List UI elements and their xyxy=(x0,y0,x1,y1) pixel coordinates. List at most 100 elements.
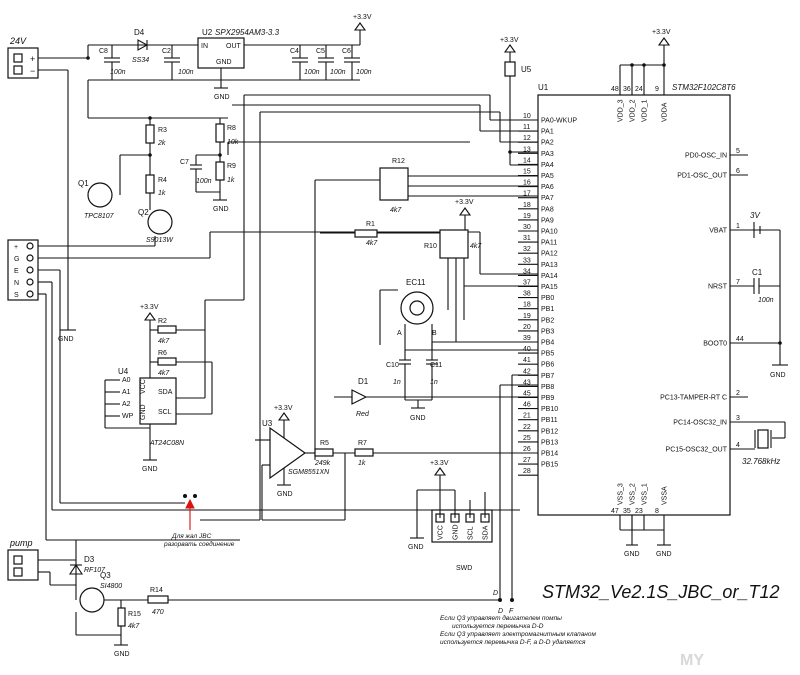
ec11-b: B xyxy=(432,330,437,337)
mcu-pin-num: 19 xyxy=(523,213,531,220)
red-note-2: разорвать соединение xyxy=(163,540,235,548)
note-line-2: используется перемычка D-D xyxy=(452,623,544,630)
r12-network xyxy=(379,167,409,201)
swd-gnd-label: GND xyxy=(408,544,424,551)
mcu-pin-name: PB10 xyxy=(541,406,558,413)
mcu-pin-name: PA2 xyxy=(541,140,554,147)
mcu-pin-name: BOOT0 xyxy=(703,341,727,348)
mcu-pin-name: PD1-OSC_OUT xyxy=(677,173,728,180)
mcu-pin-num: 14 xyxy=(523,157,531,164)
r8-value: 10k xyxy=(227,139,239,146)
svg-text:R14: R14 xyxy=(150,587,163,594)
svg-text:Q3: Q3 xyxy=(100,571,111,580)
q2-transistor xyxy=(147,209,173,235)
mcu-gnd-label: GND xyxy=(656,551,672,558)
mcu-pin-num: 18 xyxy=(523,302,531,309)
q2-value: S9013W xyxy=(146,237,174,244)
swd-pin-label: SCL xyxy=(468,526,475,540)
svg-text:R12: R12 xyxy=(392,158,405,165)
diode-d4-icon xyxy=(137,39,149,51)
r9 xyxy=(215,161,225,181)
mcu-pin-name: PB9 xyxy=(541,395,554,402)
mcu-pin-num: 41 xyxy=(523,357,531,364)
mcu-pin-num: 22 xyxy=(523,424,531,431)
u4-gnd-label: GND xyxy=(142,466,158,473)
mcu-pin-name: VDDA xyxy=(662,102,669,122)
mcu-pin-name: PA5 xyxy=(541,173,554,180)
swd-pin-label: GND xyxy=(453,524,460,540)
mcu-pin-name: PA13 xyxy=(541,262,558,269)
output-caps xyxy=(292,45,360,80)
svg-text:C6: C6 xyxy=(342,48,351,55)
swd-supply-label: +3.3V xyxy=(430,460,449,467)
connector-pin-label: S xyxy=(14,292,19,299)
battery-label: 3V xyxy=(750,211,760,220)
led-d1-icon xyxy=(351,389,368,405)
mcu-pin-num: 15 xyxy=(523,169,531,176)
watermark: MY xyxy=(680,652,704,669)
q1-value: TPC8107 xyxy=(84,213,115,220)
mcu-pin-name: PB14 xyxy=(541,451,558,458)
mcu-pin-name: PC13-TAMPER-RT C xyxy=(660,395,727,402)
mcu-pin-num: 16 xyxy=(523,180,531,187)
mcu-part: STM32F102C8T6 xyxy=(672,83,736,92)
mcu-pin-num: 25 xyxy=(523,435,531,442)
u4-supply-label: +3.3V xyxy=(140,304,159,311)
mcu-pin-num: 12 xyxy=(523,135,531,142)
mcu-pin-name: PA4 xyxy=(541,162,554,169)
mcu-pin-name: PA3 xyxy=(541,151,554,158)
mcu-pin-name: PB4 xyxy=(541,340,554,347)
crystal-label: 32.768kHz xyxy=(742,457,780,466)
c8-value: 100n xyxy=(110,69,126,76)
mcu-pin-num: 39 xyxy=(523,335,531,342)
mcu-pin-num: 47 xyxy=(611,508,619,515)
svg-text:R15: R15 xyxy=(128,611,141,618)
mcu-pin-num: 26 xyxy=(523,446,531,453)
mcu-pin-num: 3 xyxy=(736,415,740,422)
svg-text:C7: C7 xyxy=(180,159,189,166)
svg-text:+: + xyxy=(30,54,35,64)
r14 xyxy=(147,595,169,604)
u4-part: AT24C08N xyxy=(149,440,185,447)
mcu-pin-num: 32 xyxy=(523,246,531,253)
connector-pin-label: N xyxy=(14,280,19,287)
svg-text:D3: D3 xyxy=(84,555,95,564)
u4-a1: A1 xyxy=(122,389,131,396)
mcu-pin-num: 23 xyxy=(635,508,643,515)
c7-value: 100n xyxy=(196,178,212,185)
u2-ref: U2 xyxy=(202,28,213,37)
mcu-pin-name: PB5 xyxy=(541,351,554,358)
svg-text:C11: C11 xyxy=(430,362,442,369)
mcu-pin-num: 9 xyxy=(655,86,659,93)
r3-value: 2k xyxy=(157,140,166,147)
mcu-pin-num: 7 xyxy=(736,279,740,286)
mcu-pin-num: 45 xyxy=(523,391,531,398)
c11-value: 1n xyxy=(430,379,438,386)
u2-part: SPX2954AM3-3.3 xyxy=(215,28,280,37)
bus-wires xyxy=(200,94,538,521)
u2-out: OUT xyxy=(226,43,242,50)
mcu-pin-name: VBAT xyxy=(709,228,727,235)
r9-value: 1k xyxy=(227,177,235,184)
mcu-right-pins: 5PD0-OSC_IN6PD1-OSC_OUT1VBAT7NRST44BOOT0… xyxy=(660,148,748,454)
regulator-u2 xyxy=(197,37,245,69)
mcu-pin-name: VDD_2 xyxy=(630,99,637,122)
svg-text:R2: R2 xyxy=(158,318,167,325)
mcu-pin-name: VDD_3 xyxy=(618,99,625,122)
u2-in: IN xyxy=(201,43,208,50)
r2-value: 4k7 xyxy=(158,338,170,345)
jumper-d2-label: D xyxy=(498,608,503,615)
d3-value: RF107 xyxy=(84,567,106,574)
mcu-pin-num: 44 xyxy=(736,336,744,343)
mcu-pin-num: 18 xyxy=(523,202,531,209)
eeprom-u4 xyxy=(139,377,177,425)
svg-text:R6: R6 xyxy=(158,350,167,357)
mcu-gnd2-label: GND xyxy=(624,551,640,558)
mcu-pin-name: PA6 xyxy=(541,184,554,191)
note-line-1: Если Q3 управляет двигателем помпы xyxy=(440,614,562,622)
mcu-pin-name: PA1 xyxy=(541,129,554,136)
r4 xyxy=(145,174,155,194)
